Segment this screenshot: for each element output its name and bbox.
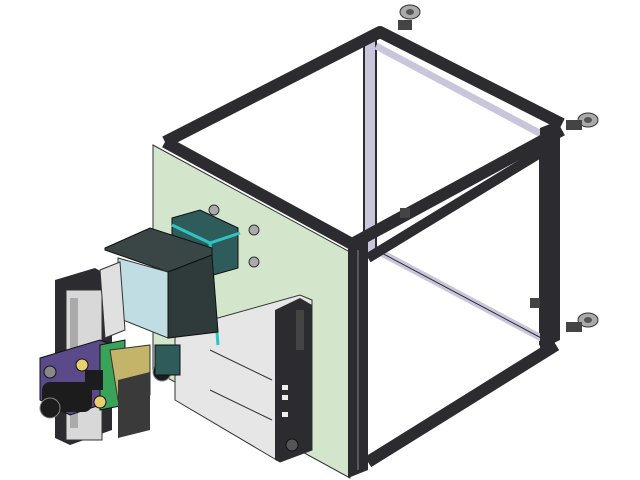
top-frame <box>162 26 565 250</box>
foot-icon <box>566 312 599 332</box>
plate-screws <box>208 204 260 268</box>
leveling-feet <box>398 4 599 332</box>
optics-assembly <box>39 339 181 438</box>
foot-icon <box>566 112 599 130</box>
camera-body <box>104 227 219 339</box>
linear-stage <box>174 294 313 463</box>
foot-icon <box>398 4 421 30</box>
foot-icon <box>400 208 540 308</box>
front-frame <box>348 120 560 478</box>
